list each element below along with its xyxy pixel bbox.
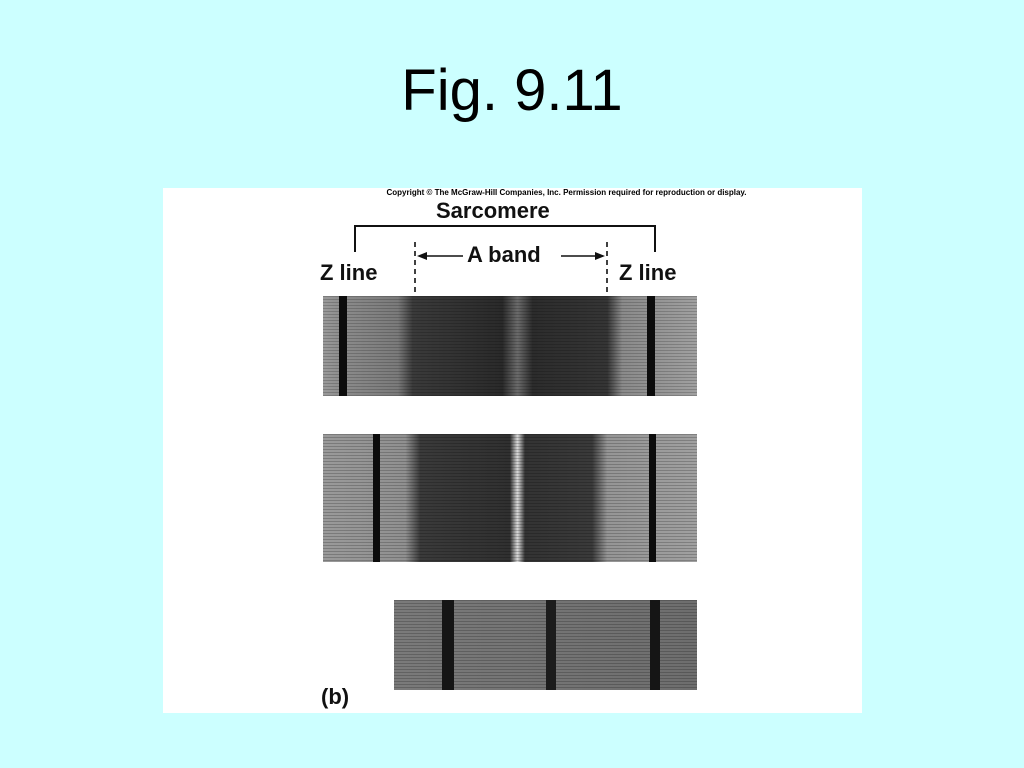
label-sarcomere: Sarcomere [436,198,550,223]
figure-panel: Copyright © The McGraw-Hill Companies, I… [163,188,862,713]
micrograph-contracted [394,600,697,690]
annotation-lines [354,225,656,294]
a-band-right-arrowhead [595,252,605,260]
sarcomere-bracket [354,225,656,252]
label-z-line-left: Z line [320,260,378,285]
copyright-notice: Copyright © The McGraw-Hill Companies, I… [386,188,747,197]
slide-title: Fig. 9.11 [401,58,623,123]
label-a-band: A band [467,242,541,267]
micrograph-partially-contracted [323,434,697,562]
label-panel-b: (b) [321,684,350,709]
label-z-line-right: Z line [619,260,677,285]
micrograph-relaxed [323,296,697,396]
a-band-left-arrowhead [417,252,427,260]
